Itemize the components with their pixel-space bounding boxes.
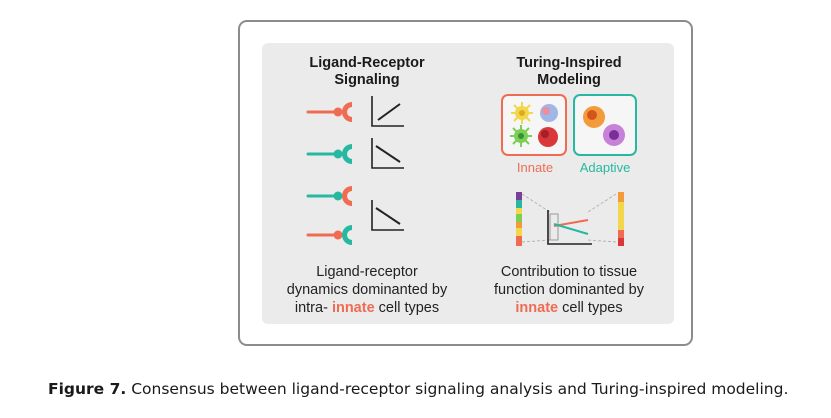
adaptive-label: Adaptive [579,160,631,175]
figure-caption-label: Figure 7. [48,380,127,398]
lr-pair-2 [306,144,352,164]
right-color-bar [618,192,624,246]
adaptive-box [573,94,637,156]
lr-pair-3 [306,186,352,206]
innate-label: Innate [516,160,554,175]
right-desc-line3-post: cell types [558,300,623,316]
figure-caption-text: Consensus between ligand-receptor signal… [126,380,789,398]
left-desc-line3-pre: intra- [294,300,332,316]
left-color-bar [516,192,522,246]
left-heading-line2: Signaling [334,72,400,88]
figure-caption: Figure 7. Consensus between ligand-recep… [48,380,788,398]
left-heading: Ligand-Receptor Signaling [292,55,442,89]
left-desc-line1: Ligand-receptor [316,264,418,280]
mini-plot-rising [371,96,404,127]
zoom-guides [521,193,617,243]
cell-type-boxes [501,94,637,156]
right-description: Contribution to tissue function dominant… [472,263,666,317]
right-desc-line3: innate cell types [472,299,666,317]
right-desc-line1: Contribution to tissue [500,264,638,280]
left-desc-innate-highlight: innate [331,300,375,316]
left-description: Ligand-receptor dynamics dominanted by i… [270,263,464,317]
right-heading-line2: Modeling [537,72,601,88]
lr-pair-1 [306,102,352,122]
ligand-receptor-diagram [306,96,404,245]
right-heading-line1: Turing-Inspired [516,55,622,71]
right-heading: Turing-Inspired Modeling [494,55,644,89]
left-desc-line2: dynamics dominanted by [286,282,448,298]
adaptive-cells-icon [583,106,625,146]
lr-pair-4 [306,225,352,245]
right-desc-line2: function dominanted by [494,282,644,298]
left-desc-line3-post: cell types [374,300,440,316]
mini-plot-falling-2 [371,200,404,231]
right-desc-innate-highlight: innate [515,300,559,316]
mini-plot-falling-1 [371,138,404,169]
innate-box [501,94,567,156]
left-desc-line3: intra- innate cell types [270,299,464,317]
turing-model-diagram [516,192,624,246]
innate-cells-icon [510,102,558,147]
figure-panel [262,43,674,324]
left-heading-line1: Ligand-Receptor [309,55,425,71]
mini-plot-turing [547,210,592,245]
